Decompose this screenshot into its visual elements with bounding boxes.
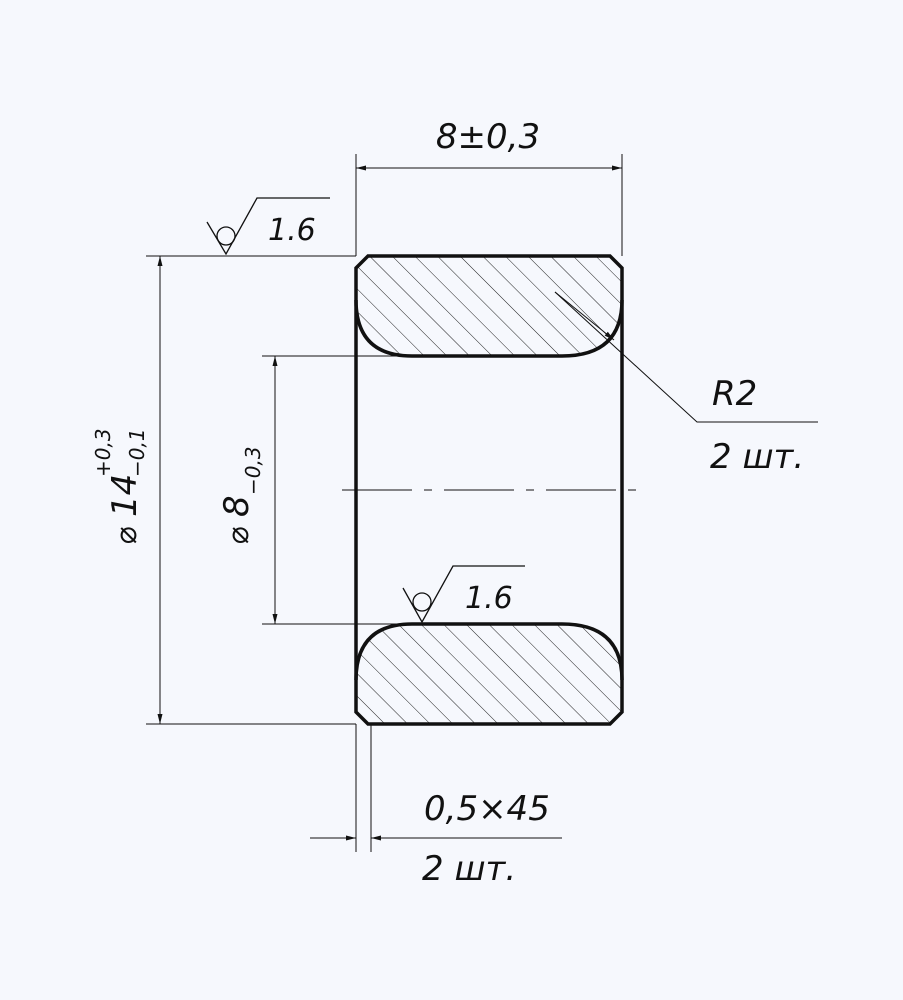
width-dimension: 8±0,3 — [355, 117, 623, 256]
lower-section-hatched — [354, 622, 624, 726]
outer-diameter-dimension: ⌀ 14 +0,3 −0,1 — [91, 255, 356, 725]
outer-dia-upper-tol: +0,3 — [91, 428, 115, 477]
inner-dia-lower-tol: −0,3 — [241, 446, 265, 495]
inner-diameter-dimension: ⌀ 8 −0,3 — [217, 355, 412, 625]
part-section — [342, 254, 638, 726]
inner-dia-symbol: ⌀ — [221, 527, 256, 545]
chamfer-count-label: 2 шт. — [422, 849, 516, 889]
roughness-inner-label: 1.6 — [465, 581, 513, 616]
outer-dia-lower-tol: −0,1 — [125, 428, 149, 477]
chamfer-label: 0,5×45 — [424, 789, 550, 829]
outer-dia-value: 14 — [105, 474, 145, 517]
inner-dia-value: 8 — [217, 495, 257, 517]
upper-section-hatched — [354, 254, 624, 358]
radius-label: R2 — [712, 374, 757, 414]
roughness-symbol-top: 1.6 — [206, 197, 330, 256]
radius-callout: R2 2 шт. — [554, 291, 818, 477]
width-dim-label: 8±0,3 — [436, 117, 540, 157]
roughness-symbol-inner: 1.6 — [402, 565, 525, 624]
outer-dia-symbol: ⌀ — [109, 527, 144, 545]
roughness-top-label: 1.6 — [268, 213, 316, 248]
radius-count-label: 2 шт. — [710, 437, 804, 477]
chamfer-callout: 0,5×45 2 шт. — [310, 724, 562, 889]
